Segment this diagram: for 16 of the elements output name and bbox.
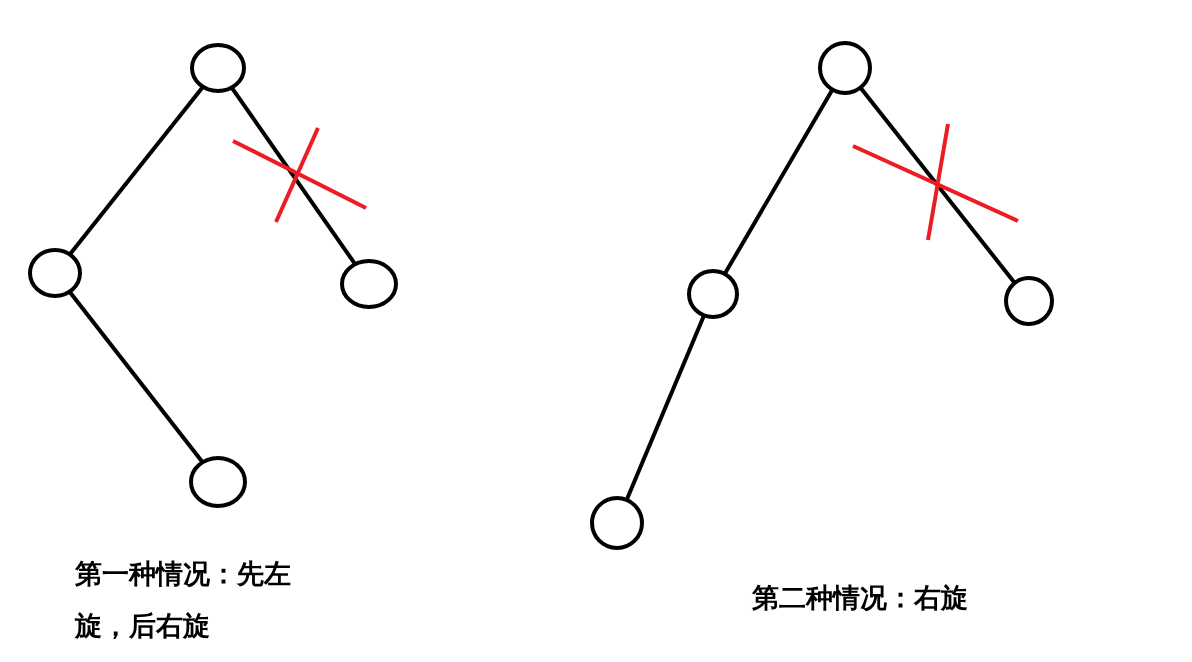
circle-node — [189, 456, 247, 508]
connector-line — [68, 86, 204, 255]
circle-node — [687, 269, 739, 319]
caption-text: 第二种情况：右旋 — [752, 581, 969, 615]
circle-node — [818, 41, 872, 95]
connector-line — [68, 291, 204, 463]
circle-node — [28, 248, 82, 298]
circle-node — [1004, 276, 1054, 326]
connector-line — [723, 89, 834, 275]
connector-line — [625, 315, 706, 500]
circle-node — [340, 259, 398, 309]
connector-line — [230, 87, 357, 265]
circle-node — [190, 43, 246, 93]
caption-text: 第一种情况：先左旋，后右旋 — [75, 557, 292, 643]
connector-line — [859, 87, 1016, 284]
circle-node — [590, 496, 644, 550]
